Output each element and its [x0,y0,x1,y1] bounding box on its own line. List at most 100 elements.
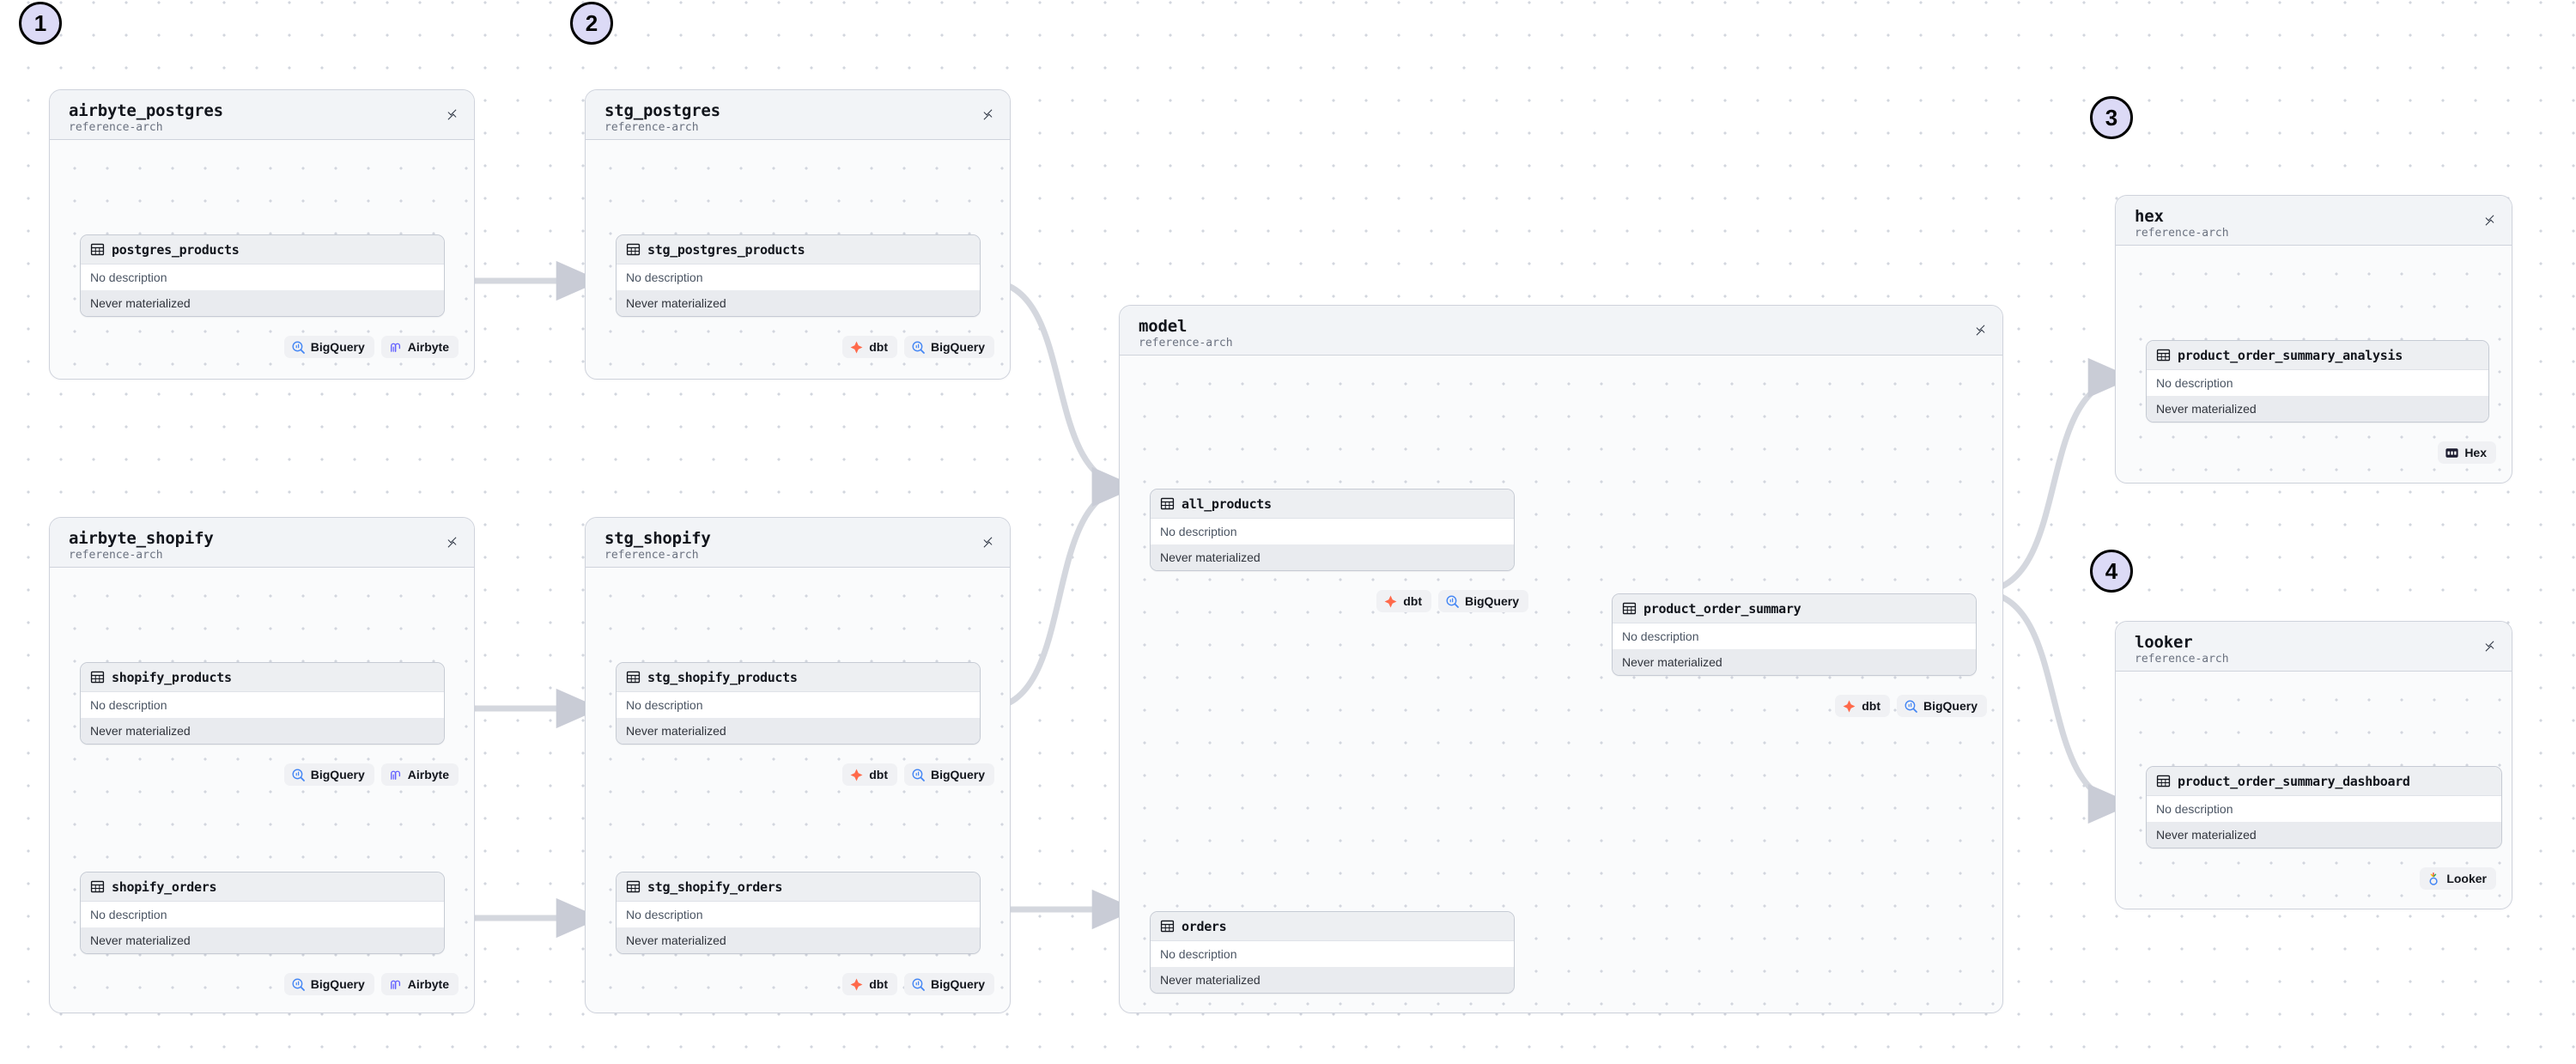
collapse-chevrons-icon[interactable] [981,534,994,551]
asset-name-label: stg_postgres_products [647,241,805,258]
group-subtitle: reference-arch [605,121,699,134]
hex-icon [2445,447,2458,458]
badge-bigquery[interactable]: BigQuery [283,973,374,995]
dbt-icon [1384,595,1397,607]
collapse-chevrons-icon[interactable] [445,534,459,551]
asset-name-label: all_products [1182,496,1272,512]
badge-airbyte[interactable]: Airbyte [380,336,459,358]
badge-looker[interactable]: Looker [2420,867,2496,890]
badge-airbyte[interactable]: Airbyte [380,973,459,995]
asset-description: No description [81,692,444,718]
badge-dbt[interactable]: dbt [842,763,897,786]
asset-name-label: orders [1182,918,1227,934]
asset-description: No description [1613,623,1976,649]
badge-label: BigQuery [310,977,365,991]
bigquery-icon [912,769,925,781]
badges-row-product_order_summary: dbt BigQuery [1835,695,1987,717]
group-subtitle: reference-arch [605,549,699,562]
step-marker-3: 3 [2090,96,2133,139]
asset-materialization-status: Never materialized [617,290,980,316]
badge-airbyte[interactable]: Airbyte [380,763,459,786]
badges-row-stg_shopify_orders: dbt BigQuery [842,973,994,995]
asset-name-row: shopify_orders [81,872,444,902]
asset-name-row: product_order_summary [1613,594,1976,623]
badge-label: BigQuery [1923,699,1978,713]
asset-name-label: postgres_products [112,241,240,258]
badge-label: dbt [869,768,888,781]
collapse-chevrons-icon[interactable] [2482,638,2496,655]
group-subtitle: reference-arch [1139,337,1233,350]
asset-materialization-status: Never materialized [2147,822,2501,848]
asset-materialization-status: Never materialized [617,718,980,744]
asset-name-row: product_order_summary_analysis [2147,341,2488,370]
badge-bigquery[interactable]: BigQuery [1896,695,1987,717]
table-grid-icon [1160,497,1175,510]
table-grid-icon [90,880,105,893]
badge-dbt[interactable]: dbt [842,336,897,358]
badge-bigquery[interactable]: BigQuery [283,336,374,358]
asset-materialization-status: Never materialized [1613,649,1976,675]
badge-dbt[interactable]: dbt [842,973,897,995]
asset-name-row: stg_shopify_orders [617,872,980,902]
collapse-chevrons-icon[interactable] [1973,322,1987,339]
badge-bigquery[interactable]: BigQuery [1437,590,1528,612]
collapse-chevrons-icon[interactable] [2482,212,2496,229]
collapse-chevrons-icon[interactable] [445,106,459,124]
bigquery-icon [292,769,305,781]
badge-bigquery[interactable]: BigQuery [283,763,374,786]
badges-row-product_order_summary_dashboard: Looker [2420,867,2496,890]
badge-hex[interactable]: Hex [2438,441,2496,464]
badges-row-postgres_products: BigQuery Airbyte [283,336,459,358]
badge-bigquery[interactable]: BigQuery [903,763,994,786]
collapse-chevrons-icon[interactable] [981,106,994,124]
badge-dbt[interactable]: dbt [1376,590,1431,612]
asset-name-label: stg_shopify_orders [647,879,783,895]
badge-bigquery[interactable]: BigQuery [903,336,994,358]
badge-bigquery[interactable]: BigQuery [903,973,994,995]
group-subtitle: reference-arch [69,549,163,562]
bigquery-icon [912,978,925,991]
asset-materialization-status: Never materialized [1151,544,1514,570]
step-marker-1: 1 [19,2,62,45]
asset-description: No description [2147,796,2501,822]
badge-dbt[interactable]: dbt [1835,695,1890,717]
asset-name-row: stg_postgres_products [617,235,980,264]
table-grid-icon [90,243,105,256]
badge-dbt[interactable]: dbt [1376,1012,1431,1013]
bigquery-icon [292,341,305,354]
table-grid-icon [1160,920,1175,933]
badge-label: BigQuery [310,340,365,354]
badge-bigquery[interactable]: BigQuery [1438,1012,1528,1013]
badge-label: dbt [1403,594,1422,608]
asset-description: No description [617,264,980,290]
asset-name-label: shopify_products [112,669,232,685]
